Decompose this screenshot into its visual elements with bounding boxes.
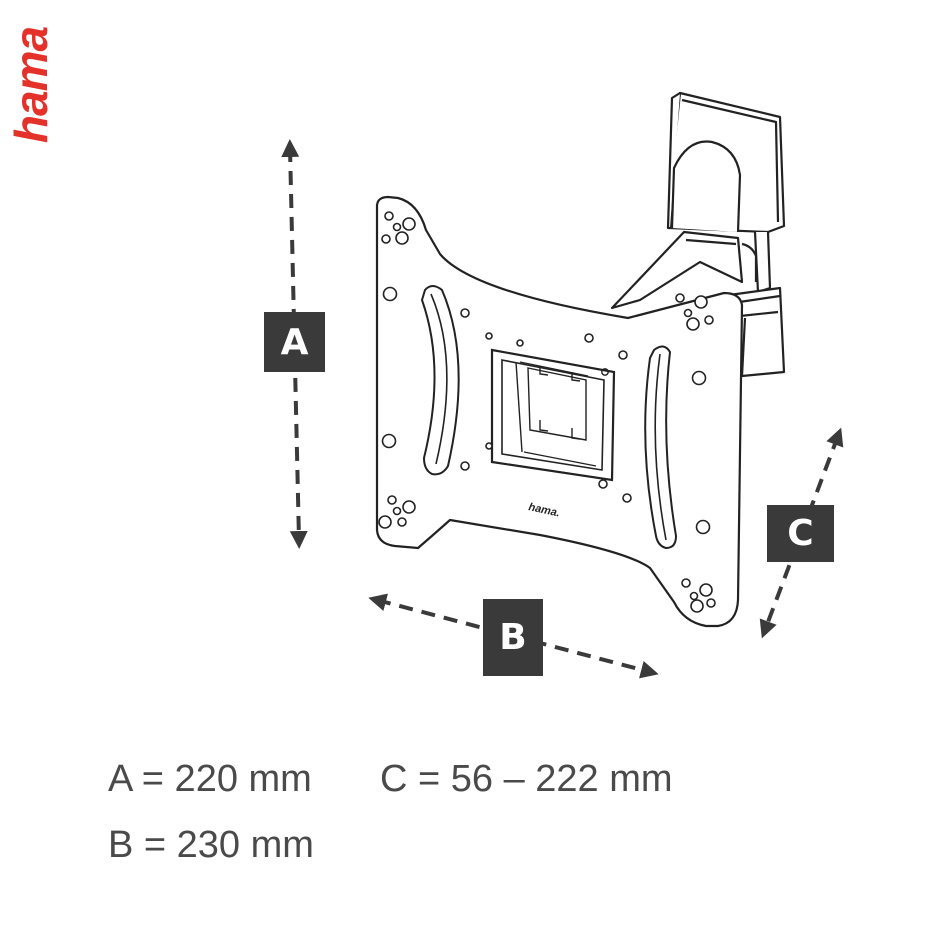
- dimension-c-label: C = 56 – 222 mm: [380, 758, 673, 800]
- marker-a: A: [264, 312, 325, 372]
- right-slot: [644, 345, 678, 550]
- mounting-holes: [378, 211, 716, 613]
- dimension-a-label: A = 220 mm: [108, 758, 312, 800]
- marker-c: C: [767, 505, 834, 562]
- vesa-plate: hama.: [375, 195, 744, 628]
- left-slot: [420, 285, 460, 476]
- dimension-b-label: B = 230 mm: [108, 824, 314, 866]
- wall-mount-diagram: hama.: [281, 91, 844, 679]
- marker-b: B: [483, 599, 543, 676]
- center-recess: [490, 348, 616, 482]
